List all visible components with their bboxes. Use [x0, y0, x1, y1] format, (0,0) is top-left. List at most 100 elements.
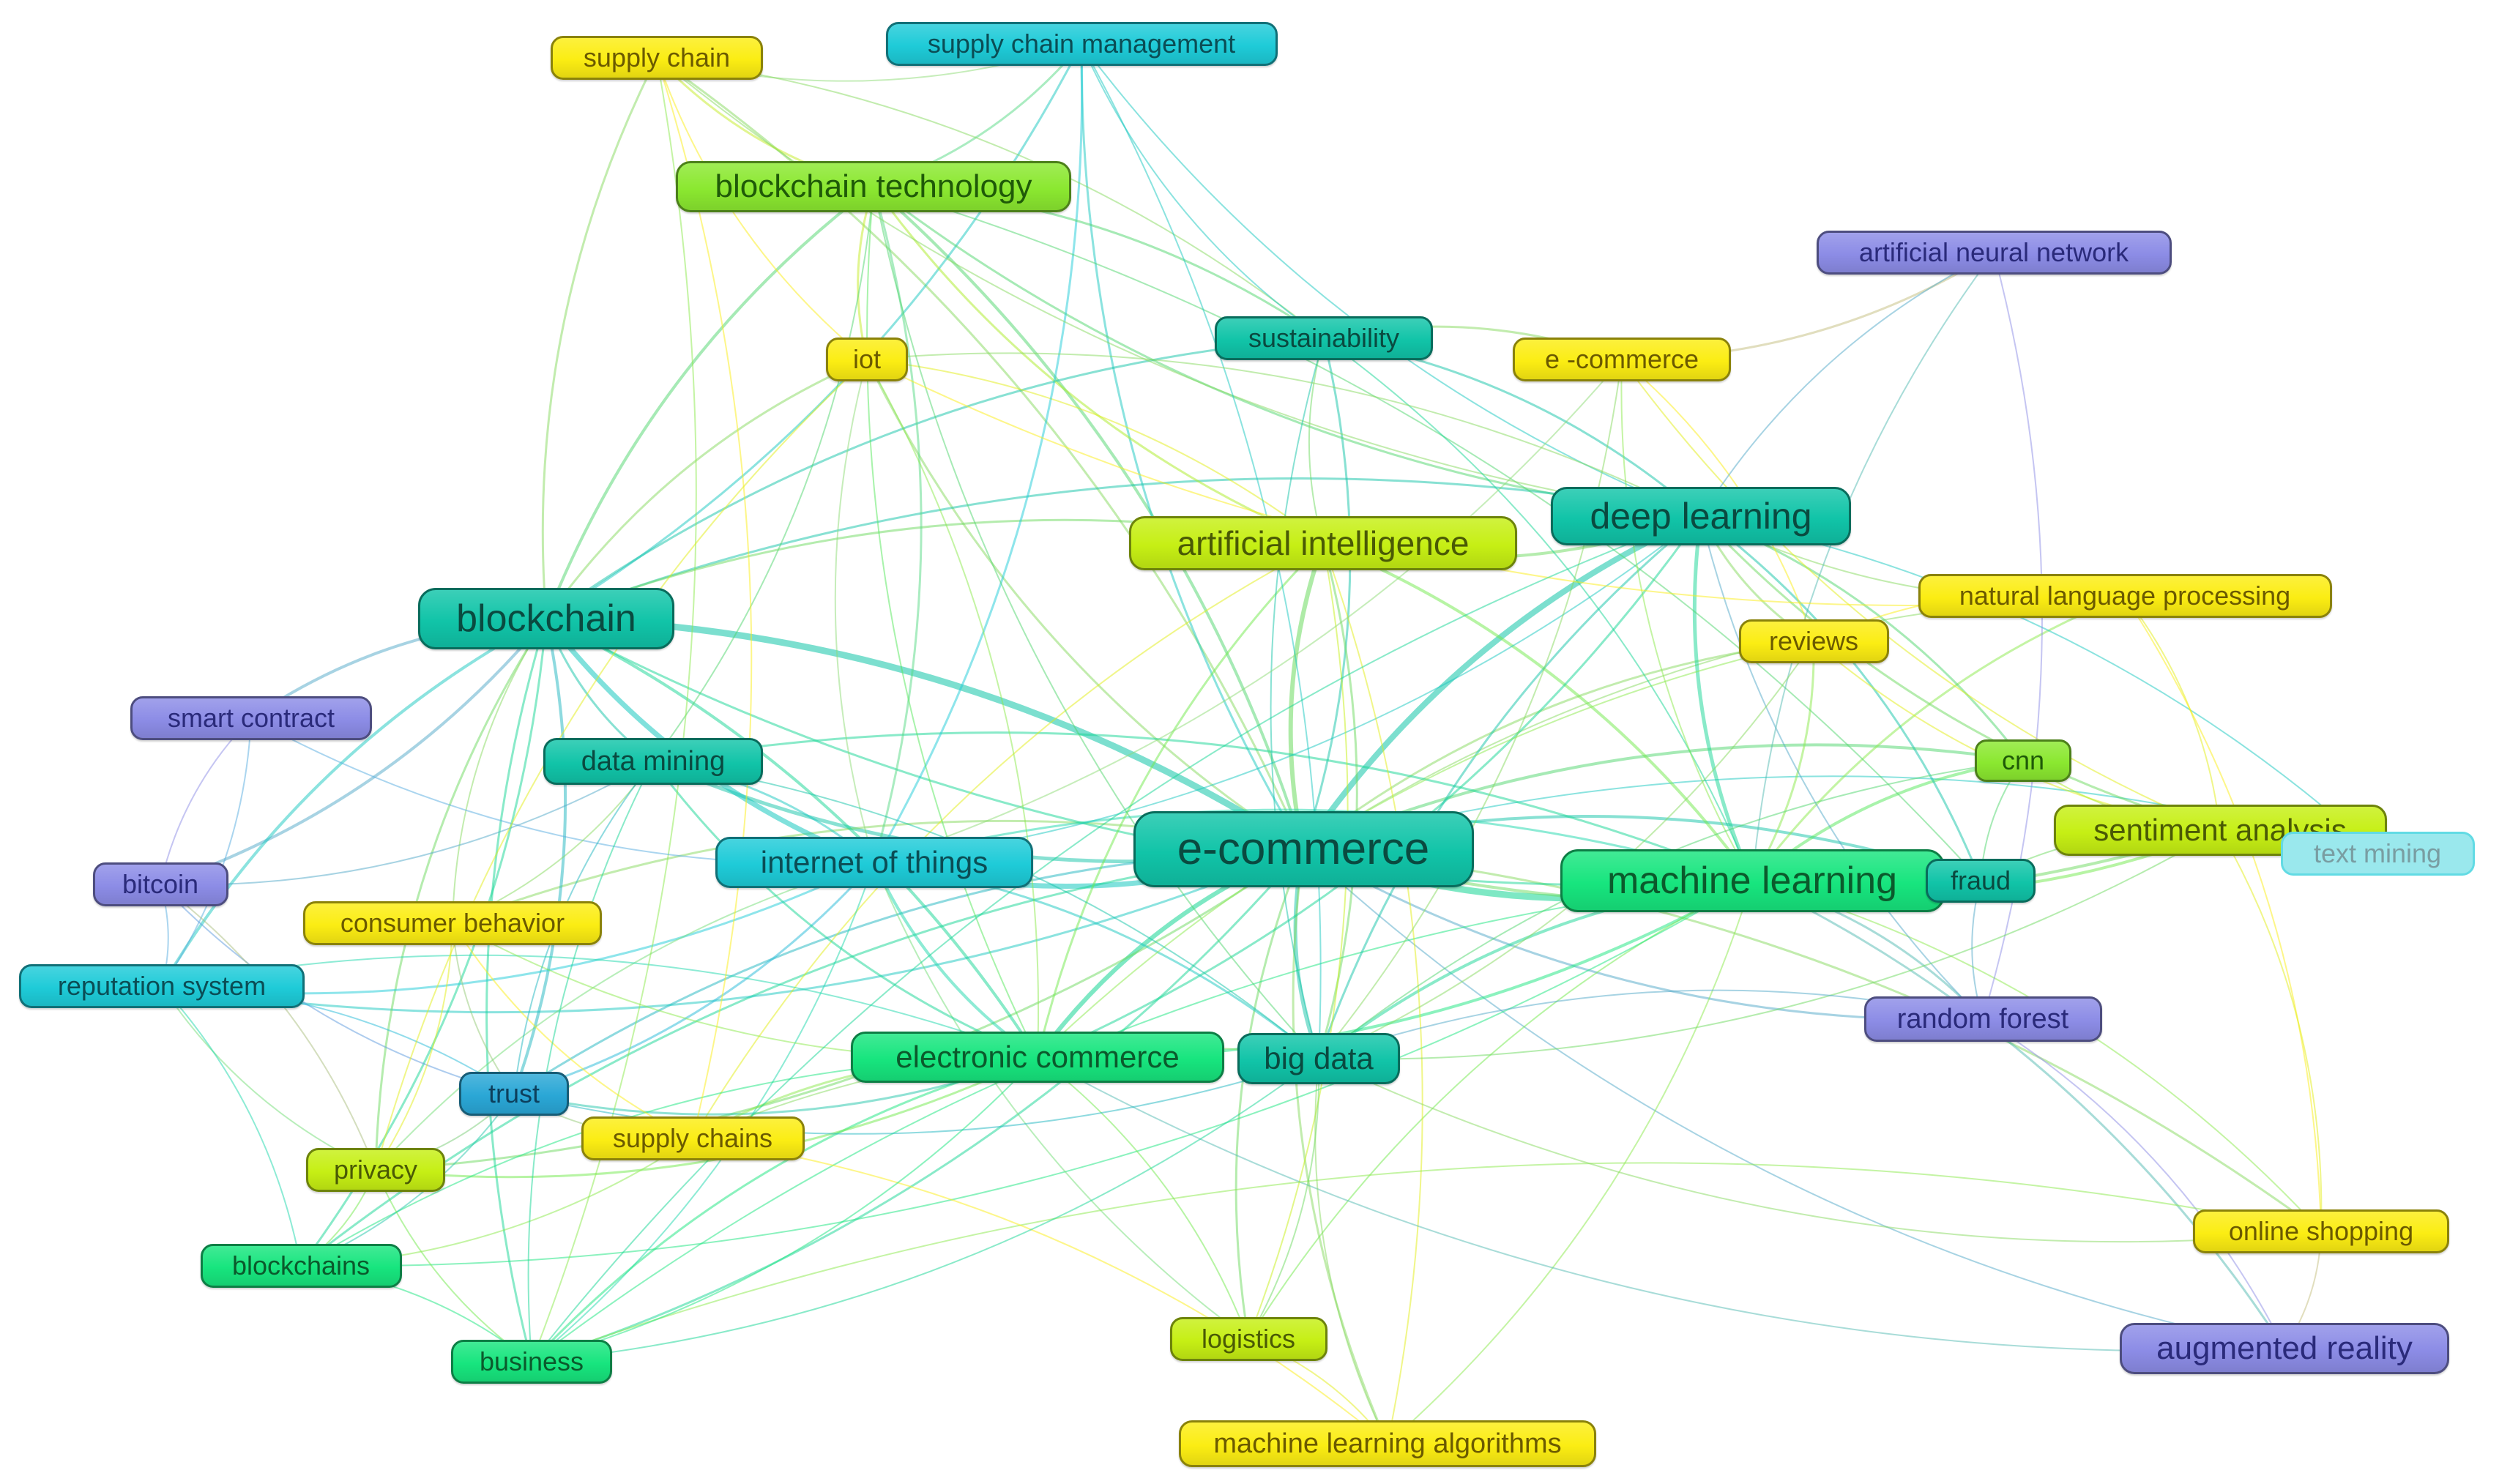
link-blockchain-iot	[545, 358, 868, 620]
node-e-commerce-alt[interactable]: e -commerce	[1513, 338, 1731, 381]
link-machine-learning-deep-learning	[1692, 514, 1754, 883]
link-e-commerce-sustainability	[1302, 337, 1352, 851]
link-e-commerce-artificial-intelligence	[1288, 541, 1325, 851]
node-artificial-intelligence[interactable]: artificial intelligence	[1129, 516, 1517, 570]
node-text-mining[interactable]: text mining	[2280, 832, 2475, 876]
link-sustainability-machine-learning	[1323, 338, 1753, 881]
link-internet-of-things-trust	[513, 861, 876, 1095]
link-artificial-intelligence-blockchain-technology	[872, 185, 1325, 545]
link-electronic-commerce-data-mining	[652, 760, 1039, 1059]
node-smart-contract[interactable]: smart contract	[130, 696, 372, 740]
node-reviews[interactable]: reviews	[1738, 619, 1889, 663]
node-cnn[interactable]: cnn	[1975, 739, 2071, 782]
link-artificial-intelligence-machine-learning-algorithms	[1322, 542, 1423, 1444]
link-e-commerce-augmented-reality	[1303, 849, 2285, 1349]
node-privacy[interactable]: privacy	[306, 1148, 445, 1192]
link-blockchain-sustainability	[545, 337, 1325, 620]
link-e-commerce-iot	[865, 358, 1305, 851]
link-internet-of-things-privacy	[375, 862, 875, 1171]
link-data-mining-business	[527, 761, 654, 1362]
node-reputation-system[interactable]: reputation system	[19, 964, 305, 1008]
node-natural-language-processing[interactable]: natural language processing	[1918, 574, 2332, 618]
node-data-mining[interactable]: data mining	[543, 738, 763, 785]
link-machine-learning-logistics	[1248, 880, 1753, 1340]
link-supply-chain-management-sustainability	[1081, 43, 1325, 339]
node-augmented-reality[interactable]: augmented reality	[2120, 1323, 2449, 1374]
link-e-commerce-logistics	[1234, 848, 1305, 1341]
node-supply-chain[interactable]: supply chain	[551, 36, 763, 80]
link-e-commerce-reputation-system	[160, 848, 1305, 1014]
link-e-commerce-machine-learning-algorithms	[1292, 848, 1389, 1445]
node-bitcoin[interactable]: bitcoin	[92, 862, 228, 906]
node-artificial-neural-network[interactable]: artificial neural network	[1816, 231, 2172, 275]
node-supply-chain-management[interactable]: supply chain management	[885, 22, 1278, 66]
node-trust[interactable]: trust	[459, 1072, 569, 1116]
link-e-commerce-business	[530, 848, 1305, 1363]
node-electronic-commerce[interactable]: electronic commerce	[851, 1032, 1224, 1083]
link-blockchain-electronic-commerce	[545, 617, 1039, 1059]
link-blockchain-privacy	[374, 617, 548, 1171]
link-consumer-behavior-privacy	[375, 922, 453, 1171]
link-smart-contract-reputation-system	[161, 717, 252, 987]
link-big-data-business	[531, 1058, 1319, 1362]
link-deep-learning-fraud	[1699, 515, 1982, 882]
link-blockchain-business	[485, 617, 548, 1363]
link-iot-privacy	[375, 359, 868, 1171]
node-big-data[interactable]: big data	[1237, 1033, 1400, 1084]
link-iot-electronic-commerce	[866, 359, 1040, 1058]
link-internet-of-things-blockchain-technology	[872, 185, 923, 864]
link-machine-learning-machine-learning-algorithms	[1387, 880, 1753, 1444]
link-blockchain-consumer-behavior	[452, 618, 547, 924]
node-machine-learning[interactable]: machine learning	[1560, 849, 1945, 912]
link-e-commerce-blockchain-technology	[872, 185, 1305, 851]
link-blockchain-supply-chain	[541, 56, 658, 620]
link-bitcoin-privacy	[160, 884, 376, 1171]
node-business[interactable]: business	[451, 1340, 612, 1384]
link-machine-learning-natural-language-processing	[1751, 594, 2126, 882]
link-business-deep-learning	[531, 515, 1702, 1362]
link-e-commerce-alt-big-data	[1318, 359, 1623, 1059]
link-logistics-big-data	[1248, 1058, 1320, 1340]
link-artificial-intelligence-iot	[866, 359, 1324, 544]
link-blockchain-technology-fraud	[873, 186, 1981, 881]
node-machine-learning-algorithms[interactable]: machine learning algorithms	[1179, 1420, 1596, 1467]
link-random-forest-augmented-reality	[1982, 1018, 2285, 1349]
node-fraud[interactable]: fraud	[1926, 859, 2036, 903]
link-online-shopping-big-data	[1318, 1058, 2322, 1243]
link-deep-learning-big-data	[1317, 515, 1702, 1060]
link-artificial-neural-network-machine-learning	[1751, 252, 1995, 881]
link-artificial-intelligence-logistics	[1248, 542, 1349, 1340]
node-blockchain[interactable]: blockchain	[418, 588, 674, 649]
link-bitcoin-trust	[160, 884, 515, 1095]
node-e-commerce[interactable]: e-commerce	[1133, 811, 1474, 887]
link-business-electronic-commerce	[531, 1056, 1038, 1362]
link-supply-chain-business	[531, 57, 697, 1362]
link-blockchain-technology-data-mining	[652, 186, 874, 762]
node-supply-chains[interactable]: supply chains	[581, 1116, 805, 1160]
link-sustainability-big-data	[1270, 338, 1325, 1059]
node-online-shopping[interactable]: online shopping	[2193, 1209, 2449, 1253]
node-random-forest[interactable]: random forest	[1863, 996, 2102, 1042]
node-blockchains[interactable]: blockchains	[200, 1244, 402, 1288]
link-supply-chain-sustainability	[656, 57, 1325, 339]
node-consumer-behavior[interactable]: consumer behavior	[303, 901, 602, 945]
link-natural-language-processing-online-shopping	[2124, 595, 2322, 1232]
node-iot[interactable]: iot	[826, 338, 908, 381]
link-e-commerce-alt-machine-learning	[1620, 359, 1753, 881]
link-e-commerce-alt-internet-of-things	[874, 359, 1623, 863]
node-deep-learning[interactable]: deep learning	[1551, 487, 1851, 545]
link-internet-of-things-iot	[834, 359, 875, 863]
link-deep-learning-sentiment-analysis	[1699, 515, 2222, 832]
link-deep-learning-blockchain	[545, 477, 1702, 620]
link-supply-chain-iot	[656, 57, 868, 360]
link-blockchain-blockchain-technology	[545, 185, 875, 620]
node-sustainability[interactable]: sustainability	[1215, 316, 1433, 360]
link-augmented-reality-electronic-commerce	[1037, 1056, 2285, 1352]
node-blockchain-technology[interactable]: blockchain technology	[676, 161, 1071, 212]
link-reputation-system-blockchains	[161, 985, 302, 1267]
node-logistics[interactable]: logistics	[1169, 1317, 1327, 1361]
link-machine-learning-artificial-intelligence	[1322, 542, 1754, 882]
node-internet-of-things[interactable]: internet of things	[715, 837, 1033, 888]
